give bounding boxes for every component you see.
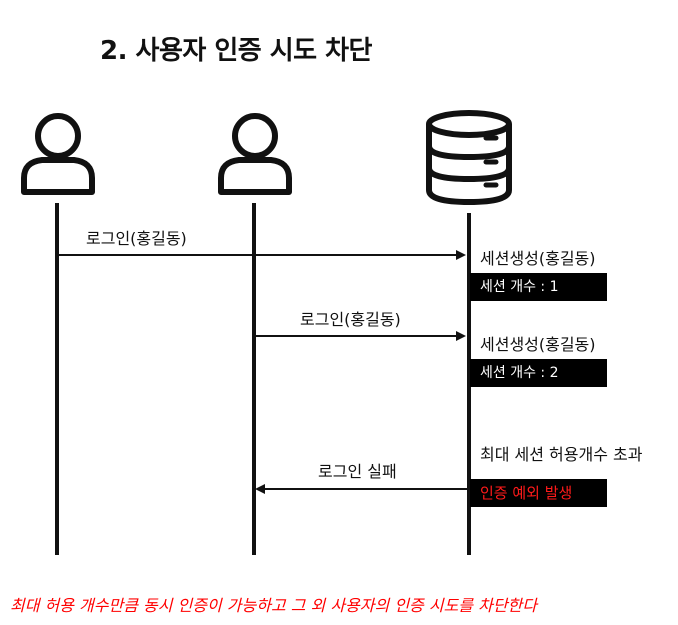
lifeline-user-2 bbox=[252, 203, 256, 555]
server-note-title-3: 최대 세션 허용개수 초과 bbox=[480, 445, 643, 464]
message-arrow-1 bbox=[57, 250, 466, 260]
server-note-title-1: 세션생성(홍길동) bbox=[480, 249, 596, 268]
server-note-box-2: 세션 개수 : 2 bbox=[470, 359, 607, 387]
server-note-title-2: 세션생성(홍길동) bbox=[480, 335, 596, 354]
message-arrow-3 bbox=[255, 484, 467, 494]
message-label-1: 로그인(홍길동) bbox=[86, 229, 187, 248]
user-icon bbox=[218, 113, 292, 195]
message-label-2: 로그인(홍길동) bbox=[300, 310, 401, 329]
server-note-box-1: 세션 개수 : 1 bbox=[470, 273, 607, 301]
diagram-title: 2. 사용자 인증 시도 차단 bbox=[100, 36, 372, 66]
lifeline-server bbox=[467, 213, 471, 555]
server-note-box-3: 인증 예외 발생 bbox=[470, 479, 607, 507]
database-icon bbox=[426, 110, 512, 206]
message-label-3: 로그인 실패 bbox=[318, 462, 397, 481]
footer-caption: 최대 허용 개수만큼 동시 인증이 가능하고 그 외 사용자의 인증 시도를 차… bbox=[10, 596, 537, 615]
message-arrow-2 bbox=[254, 331, 466, 341]
lifeline-user-1 bbox=[55, 203, 59, 555]
user-icon bbox=[21, 113, 95, 195]
